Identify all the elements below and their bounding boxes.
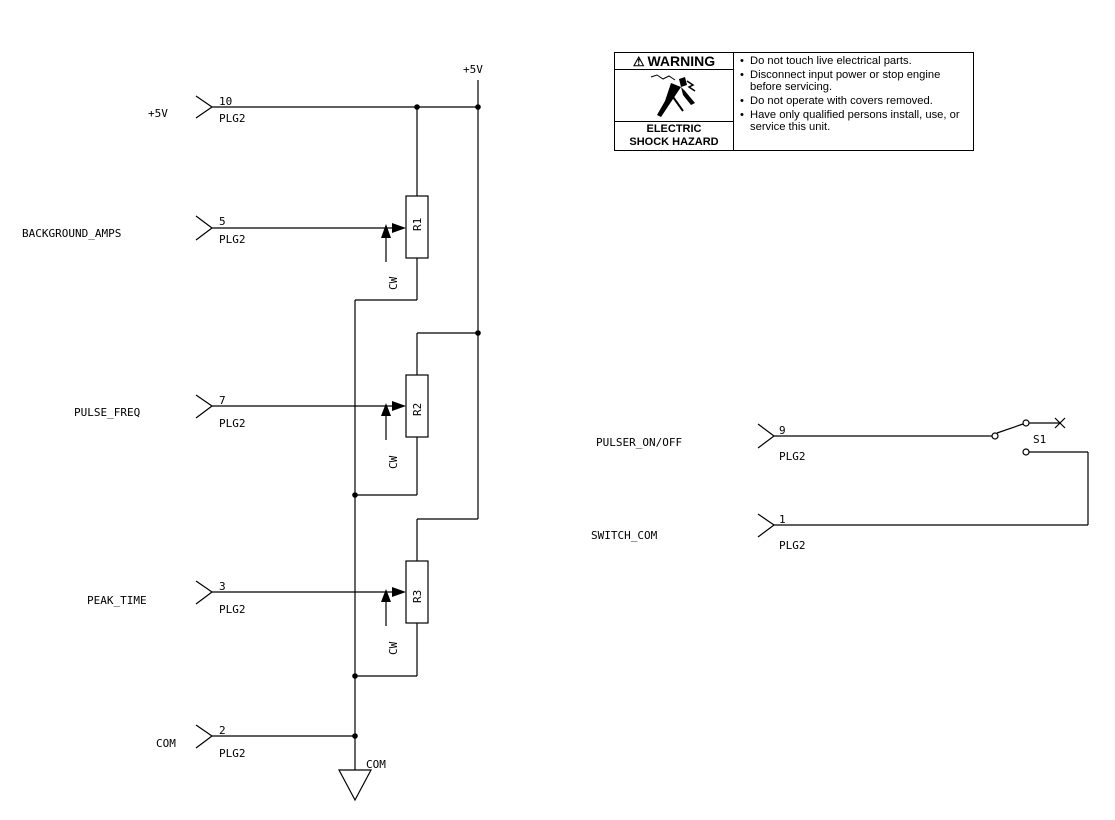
plug-label-com: PLG2	[219, 747, 246, 760]
connector-peak-time: PEAK_TIME 3 PLG2	[87, 580, 406, 616]
signal-label-switch-com: SWITCH_COM	[591, 529, 658, 542]
warning-item: Have only qualified persons install, use…	[739, 109, 971, 133]
connector-pulse-freq: PULSE_FREQ 7 PLG2	[74, 394, 406, 430]
cw-label-r1: CW	[387, 276, 400, 290]
signal-label-com: COM	[156, 737, 176, 750]
plus5v-rail: +5V	[463, 63, 483, 519]
signal-label-plus5v: +5V	[148, 107, 168, 120]
pin-number-peak-time: 3	[219, 580, 226, 593]
plug-label-peak-time: PLG2	[219, 603, 246, 616]
pin-number-com: 2	[219, 724, 226, 737]
warning-hazard-caption: ELECTRIC SHOCK HAZARD	[615, 121, 733, 150]
rail-label-plus5v: +5V	[463, 63, 483, 76]
signal-label-background-amps: BACKGROUND_AMPS	[22, 227, 121, 240]
warning-label: ⚠WARNING ELECTRIC SHOCK HAZARD Do not to…	[614, 52, 974, 151]
switch-label-s1: S1	[1033, 433, 1046, 446]
warning-triangle-icon: ⚠	[632, 54, 645, 69]
resistor-r1: R1	[355, 107, 429, 301]
warning-item: Do not touch live electrical parts.	[739, 55, 971, 67]
resistor-label-r1: R1	[411, 218, 424, 231]
pin-number-background-amps: 5	[219, 215, 226, 228]
cw-arrow-r3: CW	[381, 589, 400, 655]
cw-arrow-r2: CW	[381, 403, 400, 469]
cw-label-r3: CW	[387, 641, 400, 655]
switch-s1: S1	[991, 417, 1089, 525]
connector-com: COM 2 PLG2	[156, 724, 355, 760]
plug-label-plus5v: PLG2	[219, 112, 246, 125]
signal-label-pulse-freq: PULSE_FREQ	[74, 406, 140, 419]
plug-label-pulse-freq: PLG2	[219, 417, 246, 430]
resistor-r2: R2	[355, 332, 478, 496]
connector-pulser-on-off: PULSER_ON/OFF 9 PLG2	[596, 423, 992, 463]
connector-switch-com: SWITCH_COM 1 PLG2	[591, 513, 1088, 552]
ground-symbol: COM	[338, 740, 386, 802]
common-bus	[352, 300, 358, 740]
pin-number-pulser-on-off: 9	[779, 424, 786, 437]
plug-label-background-amps: PLG2	[219, 233, 246, 246]
signal-label-pulser-on-off: PULSER_ON/OFF	[596, 436, 682, 449]
junction-dot	[352, 673, 358, 679]
plug-label-pulser-on-off: PLG2	[779, 450, 806, 463]
ground-label: COM	[366, 758, 386, 771]
connector-background-amps: BACKGROUND_AMPS 5 PLG2	[22, 215, 406, 246]
pin-number-plus5v: 10	[219, 95, 232, 108]
pin-number-switch-com: 1	[779, 513, 786, 526]
connector-plus5v: +5V 10 PLG2	[148, 95, 478, 125]
signal-label-peak-time: PEAK_TIME	[87, 594, 147, 607]
warning-item: Do not operate with covers removed.	[739, 95, 971, 107]
resistor-r3: R3	[355, 518, 478, 677]
junction-dot	[352, 492, 358, 498]
cw-label-r2: CW	[387, 455, 400, 469]
resistor-label-r3: R3	[411, 590, 424, 603]
pin-number-pulse-freq: 7	[219, 394, 226, 407]
warning-item: Disconnect input power or stop engine be…	[739, 69, 971, 93]
plug-label-switch-com: PLG2	[779, 539, 806, 552]
resistor-label-r2: R2	[411, 403, 424, 416]
warning-hazard-panel: ⚠WARNING ELECTRIC SHOCK HAZARD	[615, 53, 734, 150]
warning-title: ⚠WARNING	[615, 53, 733, 70]
warning-items: Do not touch live electrical parts. Disc…	[739, 55, 971, 135]
cw-arrow-r1: CW	[381, 224, 400, 290]
electric-shock-icon	[650, 74, 696, 117]
